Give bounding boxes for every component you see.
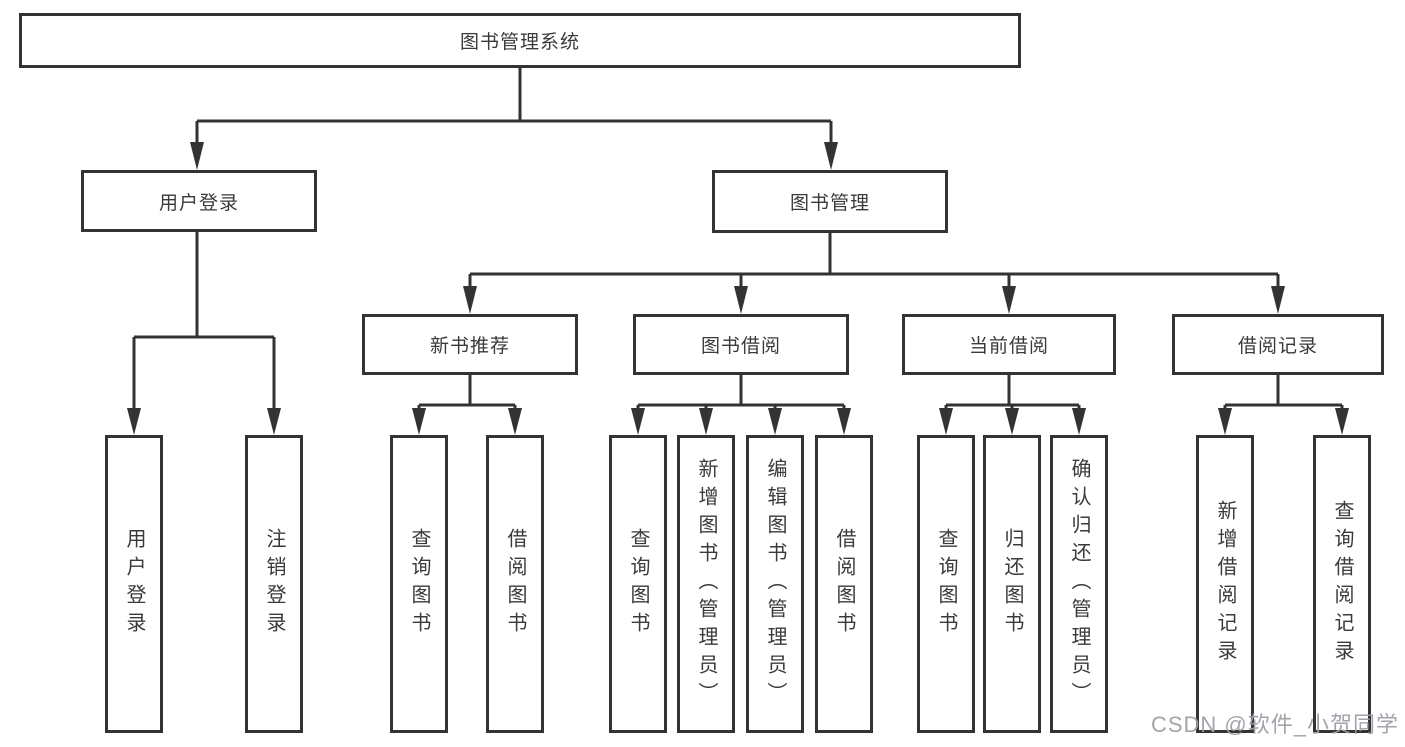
- node-label: 查询图书: [935, 528, 957, 640]
- node-label: 确认归还（管理员）: [1068, 458, 1090, 710]
- node-query-books-current: 查询图书: [917, 435, 975, 733]
- node-return-books: 归还图书: [983, 435, 1041, 733]
- node-logout: 注销登录: [245, 435, 303, 733]
- node-label: 借阅图书: [833, 528, 855, 640]
- arrowheads: [127, 142, 1349, 435]
- node-current-borrowing: 当前借阅: [902, 314, 1116, 375]
- node-borrow-books-borrowing: 借阅图书: [815, 435, 873, 733]
- node-label: 查询图书: [627, 528, 649, 640]
- node-label: 注销登录: [263, 528, 285, 640]
- node-label: 新增借阅记录: [1214, 500, 1236, 668]
- node-label: 归还图书: [1001, 528, 1023, 640]
- node-borrowing-records: 借阅记录: [1172, 314, 1384, 375]
- node-query-books-borrowing: 查询图书: [609, 435, 667, 733]
- node-label: 用户登录: [123, 528, 145, 640]
- node-query-borrow-record: 查询借阅记录: [1313, 435, 1371, 733]
- node-library-system: 图书管理系统: [19, 13, 1021, 68]
- node-label: 借阅图书: [504, 528, 526, 640]
- node-label: 编辑图书（管理员）: [764, 458, 786, 710]
- node-label: 查询图书: [408, 528, 430, 640]
- node-borrow-books-recommend: 借阅图书: [486, 435, 544, 733]
- node-label: 查询借阅记录: [1331, 500, 1353, 668]
- node-edit-book-admin: 编辑图书（管理员）: [746, 435, 804, 733]
- node-user-login-leaf: 用户登录: [105, 435, 163, 733]
- node-label: 新增图书（管理员）: [695, 458, 717, 710]
- node-user-login-branch: 用户登录: [81, 170, 317, 232]
- node-query-books-recommend: 查询图书: [390, 435, 448, 733]
- csdn-watermark: CSDN @软件_小贺同学: [1150, 712, 1399, 737]
- node-add-borrow-record: 新增借阅记录: [1196, 435, 1254, 733]
- node-new-book-recommendation: 新书推荐: [362, 314, 578, 375]
- node-book-borrowing: 图书借阅: [633, 314, 849, 375]
- node-add-book-admin: 新增图书（管理员）: [677, 435, 735, 733]
- node-confirm-return-admin: 确认归还（管理员）: [1050, 435, 1108, 733]
- node-book-management: 图书管理: [712, 170, 948, 233]
